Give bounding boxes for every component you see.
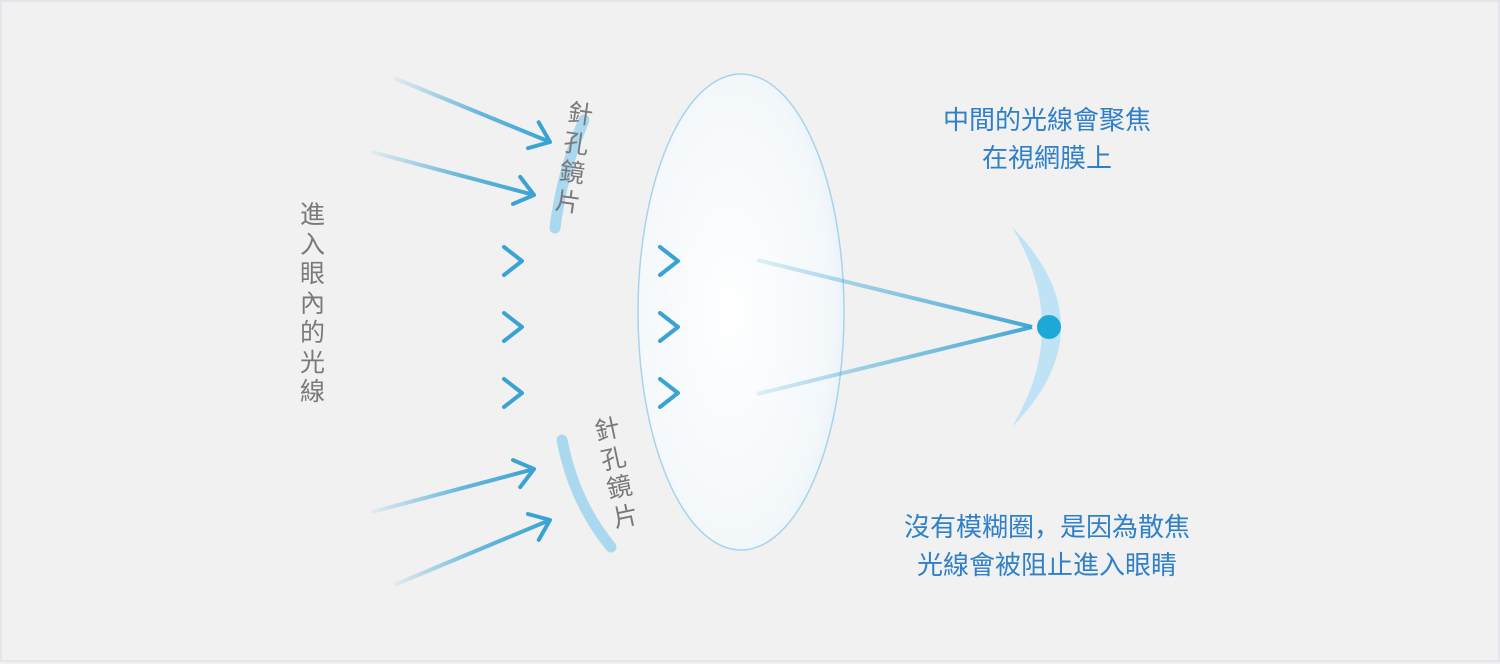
label-char: 孔 xyxy=(561,127,591,160)
blur-caption-line2: 光線會被阻止進入眼睛 xyxy=(916,551,1177,581)
light-arrow-head xyxy=(658,377,680,409)
focus-caption: 中間的光線會聚焦 在視網膜上 xyxy=(882,102,1212,178)
label-char: 的 xyxy=(300,318,326,347)
blur-caption-line1: 沒有模糊圈，是因為散焦 xyxy=(903,513,1190,543)
focus-caption-line1: 中間的光線會聚焦 xyxy=(942,106,1151,136)
light-arrow-line xyxy=(371,150,535,197)
label-char: 片 xyxy=(553,185,583,218)
label-char: 進 xyxy=(300,200,326,229)
label-char: 鏡 xyxy=(557,156,587,189)
light-arrow-head xyxy=(502,245,524,277)
light-arrow-line xyxy=(393,518,551,587)
light-arrow-head xyxy=(511,458,536,490)
light-arrow-head xyxy=(526,120,552,151)
label-char: 光 xyxy=(300,347,326,377)
incoming-light-label: 進入眼內的光線進入眼內的光線 xyxy=(300,200,325,407)
label-char: 針 xyxy=(565,98,595,131)
focus-ray-bottom xyxy=(756,325,1033,396)
label-char: 內 xyxy=(300,288,326,318)
label-char: 入 xyxy=(300,229,326,259)
pinhole-lens-bottom xyxy=(556,434,617,553)
light-arrow-head xyxy=(511,174,536,206)
light-arrow-head xyxy=(502,311,524,343)
incoming-light-arrows xyxy=(371,76,680,587)
light-arrow-line xyxy=(393,76,551,144)
light-arrow-head xyxy=(526,512,552,542)
label-char: 線 xyxy=(300,377,326,406)
retina xyxy=(1012,227,1061,427)
pinhole-lens-top xyxy=(549,114,590,234)
light-arrow-head xyxy=(502,377,524,409)
label-char: 眼 xyxy=(300,259,326,288)
focus-point xyxy=(1037,315,1061,339)
light-arrow-head xyxy=(658,245,680,277)
eye-lens xyxy=(637,73,845,551)
focus-caption-line2: 在視網膜上 xyxy=(981,144,1112,174)
blur-caption: 沒有模糊圈，是因為散焦 光線會被阻止進入眼睛 xyxy=(862,509,1232,585)
focus-ray-top xyxy=(756,258,1033,329)
light-arrow-head xyxy=(658,311,680,343)
light-arrow-line xyxy=(371,467,535,514)
